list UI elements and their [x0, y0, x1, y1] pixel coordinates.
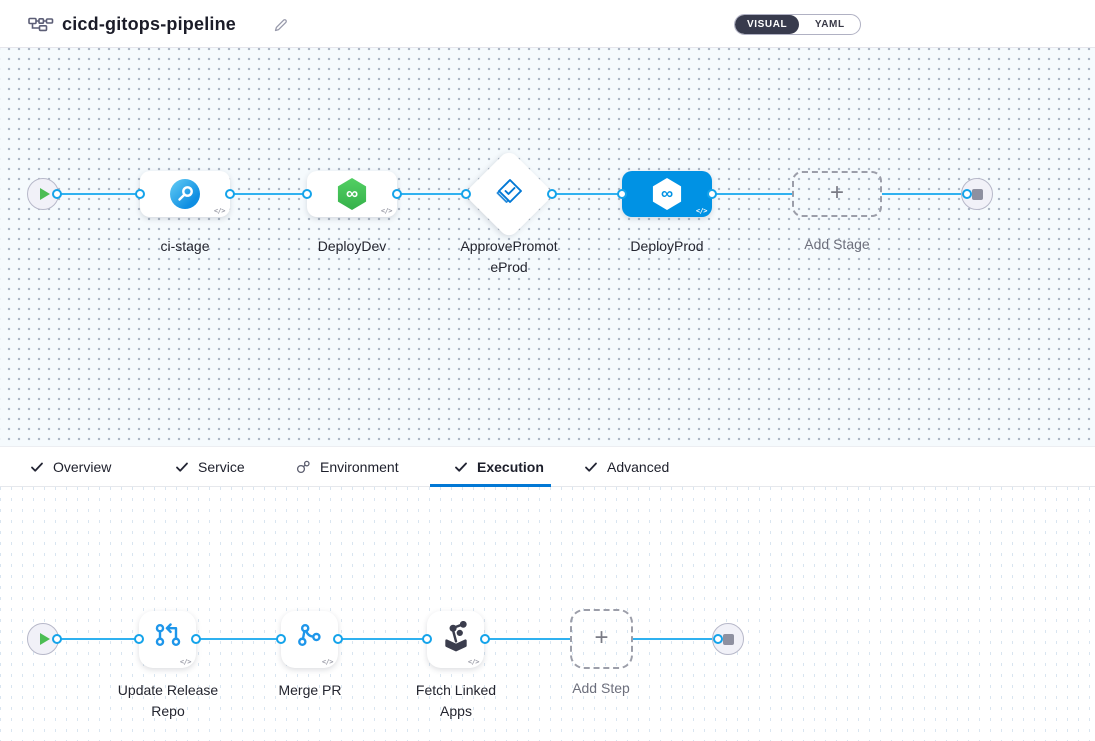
- view-mode-toggle: VISUAL YAML: [734, 14, 862, 35]
- connector-port[interactable]: [713, 634, 723, 644]
- edit-pencil-icon[interactable]: [273, 17, 289, 38]
- stage-node-ci-stage[interactable]: </>: [140, 171, 230, 217]
- connector-port[interactable]: [52, 634, 62, 644]
- stop-icon: [971, 188, 983, 200]
- step-label: Fetch Linked Apps: [415, 682, 497, 719]
- code-badge-icon: </>: [321, 658, 334, 666]
- tab-advanced[interactable]: Advanced: [584, 447, 669, 487]
- edge: [230, 193, 307, 195]
- stage-node-deploydev[interactable]: ∞ </>: [307, 171, 397, 217]
- connector-port[interactable]: [617, 189, 627, 199]
- ci-build-icon: [170, 179, 200, 209]
- step-label: Merge PR: [278, 682, 342, 698]
- edge: [882, 193, 967, 195]
- environment-icon: [296, 460, 310, 474]
- edge: [552, 193, 622, 195]
- check-icon: [585, 462, 597, 472]
- approval-icon: [494, 177, 524, 212]
- cd-deploy-icon: ∞: [337, 178, 367, 210]
- edge: [485, 638, 570, 640]
- edge: [338, 638, 427, 640]
- code-badge-icon: </>: [213, 207, 226, 215]
- tab-service[interactable]: Service: [175, 447, 245, 487]
- fetch-apps-icon: [440, 620, 472, 658]
- tab-environment[interactable]: Environment: [295, 447, 399, 487]
- connector-port[interactable]: [392, 189, 402, 199]
- stage-label: ci-stage: [160, 238, 210, 254]
- add-step-label: Add Step: [572, 680, 630, 696]
- play-icon: [39, 633, 50, 645]
- play-icon: [39, 188, 50, 200]
- tab-overview[interactable]: Overview: [30, 447, 111, 487]
- active-tab-underline: [430, 484, 551, 487]
- connector-port[interactable]: [547, 189, 557, 199]
- add-stage-label: Add Stage: [804, 236, 870, 252]
- connector-port[interactable]: [422, 634, 432, 644]
- stop-icon: [722, 633, 734, 645]
- edge: [397, 193, 466, 195]
- step-node-update-release-repo[interactable]: </>: [139, 611, 196, 668]
- stage-label: ApprovePromot eProd: [460, 238, 558, 275]
- edge: [633, 638, 718, 640]
- yaml-toggle-button[interactable]: YAML: [814, 19, 845, 30]
- code-badge-icon: </>: [380, 207, 393, 215]
- check-icon: [455, 462, 467, 472]
- check-icon: [31, 462, 43, 472]
- git-update-icon: [152, 621, 184, 658]
- stage-node-approvepromoteprod[interactable]: [463, 148, 555, 240]
- cd-deploy-icon: ∞: [652, 178, 682, 210]
- step-node-fetch-linked-apps[interactable]: </>: [427, 611, 484, 668]
- pipeline-title: cicd-gitops-pipeline: [62, 14, 237, 34]
- visual-toggle-button[interactable]: VISUAL: [735, 15, 800, 34]
- tab-execution[interactable]: Execution: [454, 447, 544, 487]
- edge: [196, 638, 281, 640]
- connector-port[interactable]: [962, 189, 972, 199]
- connector-port[interactable]: [276, 634, 286, 644]
- page-header: cicd-gitops-pipeline VISUAL YAML: [0, 0, 1095, 48]
- connector-port[interactable]: [480, 634, 490, 644]
- code-badge-icon: </>: [695, 207, 708, 215]
- connector-port[interactable]: [191, 634, 201, 644]
- connector-port[interactable]: [134, 634, 144, 644]
- stage-label: DeployProd: [630, 238, 704, 254]
- add-stage-button[interactable]: +: [792, 171, 882, 217]
- connector-port[interactable]: [135, 189, 145, 199]
- code-badge-icon: </>: [467, 658, 480, 666]
- edge: [57, 193, 140, 195]
- stage-label: DeployDev: [317, 238, 387, 254]
- stage-node-deployprod[interactable]: ∞ </>: [622, 171, 712, 217]
- connector-port[interactable]: [333, 634, 343, 644]
- code-badge-icon: </>: [179, 658, 192, 666]
- git-merge-icon: [294, 621, 326, 658]
- step-node-merge-pr[interactable]: </>: [281, 611, 338, 668]
- plus-icon: +: [829, 179, 844, 206]
- connector-port[interactable]: [52, 189, 62, 199]
- edge: [57, 638, 139, 640]
- check-icon: [176, 462, 188, 472]
- stage-config-tabs: Overview Service Environment Execution A…: [0, 446, 1095, 487]
- connector-port[interactable]: [302, 189, 312, 199]
- add-step-button[interactable]: +: [570, 609, 633, 669]
- connector-port[interactable]: [707, 189, 717, 199]
- plus-icon: +: [594, 624, 609, 651]
- execution-canvas[interactable]: </> </> </>: [0, 487, 1095, 741]
- step-label: Update Release Repo: [117, 682, 219, 719]
- pipeline-icon: [28, 14, 54, 41]
- connector-port[interactable]: [225, 189, 235, 199]
- edge: [712, 193, 792, 195]
- connector-port[interactable]: [461, 189, 471, 199]
- stage-canvas[interactable]: </> ∞ </> ∞ </> + ci-s: [0, 48, 1095, 446]
